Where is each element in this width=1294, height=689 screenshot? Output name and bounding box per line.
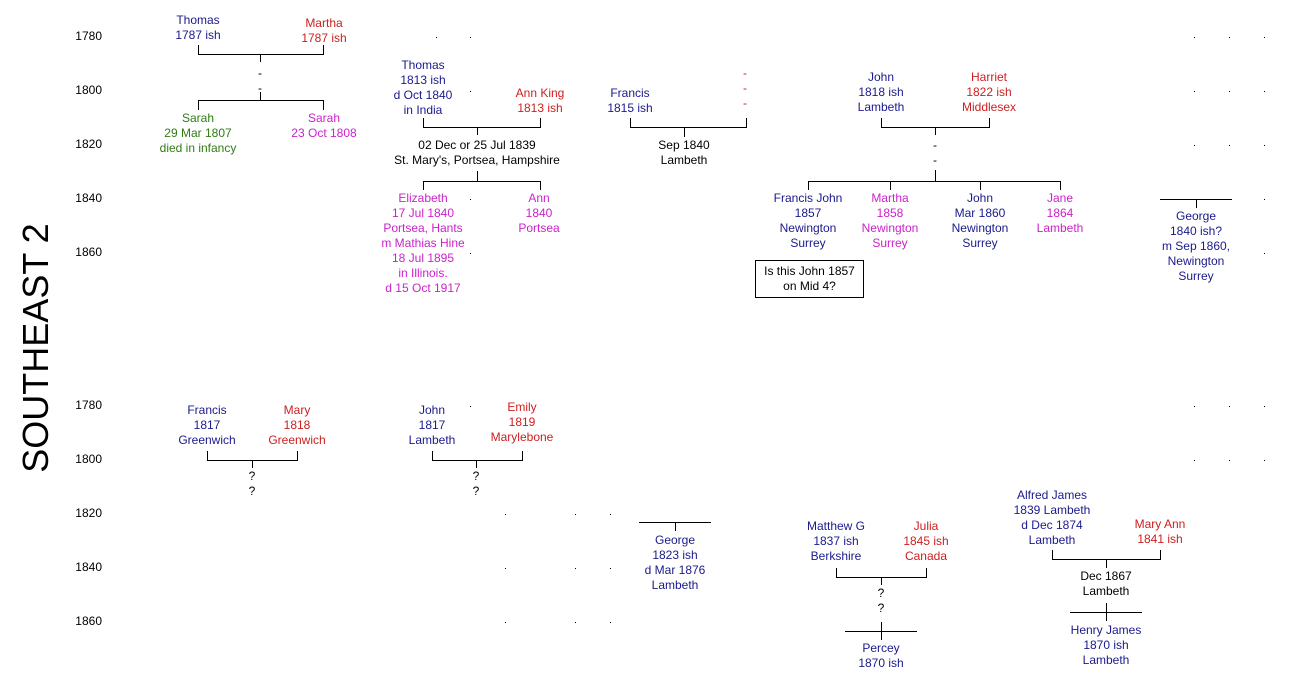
marriage-event: - - <box>258 66 262 95</box>
mother-emily-1819[interactable]: Emily 1819 Marylebone <box>490 400 554 444</box>
father-francis-1815[interactable]: Francis 1815 ish <box>607 86 653 115</box>
marriage-event: - - <box>933 138 937 167</box>
father-matthew-g[interactable]: Matthew G 1837 ish Berkshire <box>806 519 866 563</box>
person-george-1840[interactable]: George 1840 ish? m Sep 1860, Newington S… <box>1161 209 1231 283</box>
child-ann-1840[interactable]: Ann 1840 Portsea <box>518 191 560 235</box>
note-text: Is this John 1857 on Mid 4? <box>764 264 855 293</box>
child-elizabeth-1840[interactable]: Elizabeth 17 Jul 1840 Portsea, Hants m M… <box>381 191 465 295</box>
year-label: 1800 <box>75 83 102 97</box>
father-john-1818[interactable]: John 1818 ish Lambeth <box>857 70 905 114</box>
marriage-event: ? ? <box>248 469 256 498</box>
note-box: Is this John 1857 on Mid 4? <box>755 260 864 298</box>
year-label: 1820 <box>75 506 102 520</box>
marriage-event: Dec 1867 Lambeth <box>1080 569 1132 598</box>
year-label: 1780 <box>75 398 102 412</box>
year-label: 1840 <box>75 560 102 574</box>
mother-mary-1818[interactable]: Mary 1818 Greenwich <box>268 403 326 447</box>
year-label: 1860 <box>75 614 102 628</box>
child-sarah-1807[interactable]: Sarah 29 Mar 1807 died in infancy <box>159 111 237 155</box>
father-alfred-james[interactable]: Alfred James 1839 Lambeth d Dec 1874 Lam… <box>1013 488 1091 547</box>
chart-title: SOUTHEAST 2 <box>15 223 56 473</box>
person-george-1823[interactable]: George 1823 ish d Mar 1876 Lambeth <box>644 533 706 592</box>
marriage-event: ? ? <box>472 469 480 498</box>
year-label: 1860 <box>75 245 102 259</box>
child-jane-1864[interactable]: Jane 1864 Lambeth <box>1036 191 1084 235</box>
father-francis-1817[interactable]: Francis 1817 Greenwich <box>178 403 236 447</box>
child-francis-john[interactable]: Francis John 1857 Newington Surrey <box>773 191 843 250</box>
child-henry-james[interactable]: Henry James 1870 ish Lambeth <box>1070 623 1142 667</box>
mother-julia-1845[interactable]: Julia 1845 ish Canada <box>903 519 949 563</box>
father-thomas-1813[interactable]: Thomas 1813 ish d Oct 1840 in India <box>393 58 453 117</box>
marriage-event: Sep 1840 Lambeth <box>658 138 710 167</box>
mother-harriet[interactable]: Harriet 1822 ish Middlesex <box>961 70 1017 114</box>
child-percey[interactable]: Percey 1870 ish <box>858 641 904 670</box>
year-label: 1780 <box>75 29 102 43</box>
year-label: 1840 <box>75 191 102 205</box>
child-john-1860[interactable]: John Mar 1860 Newington Surrey <box>951 191 1009 250</box>
marriage-event: 02 Dec or 25 Jul 1839 St. Mary's, Portse… <box>394 138 560 167</box>
child-sarah-1808[interactable]: Sarah 23 Oct 1808 <box>291 111 357 140</box>
mother-unknown: - - - <box>743 66 747 110</box>
year-label: 1820 <box>75 137 102 151</box>
father-thomas-1787[interactable]: Thomas 1787 ish <box>175 13 221 42</box>
year-label: 1800 <box>75 452 102 466</box>
child-martha-1858[interactable]: Martha 1858 Newington Surrey <box>861 191 919 250</box>
mother-martha-1787[interactable]: Martha 1787 ish <box>301 16 347 45</box>
mother-mary-ann[interactable]: Mary Ann 1841 ish <box>1134 517 1186 546</box>
marriage-event: ? ? <box>877 586 885 615</box>
father-john-1817[interactable]: John 1817 Lambeth <box>408 403 456 447</box>
mother-ann-king[interactable]: Ann King 1813 ish <box>515 86 565 115</box>
